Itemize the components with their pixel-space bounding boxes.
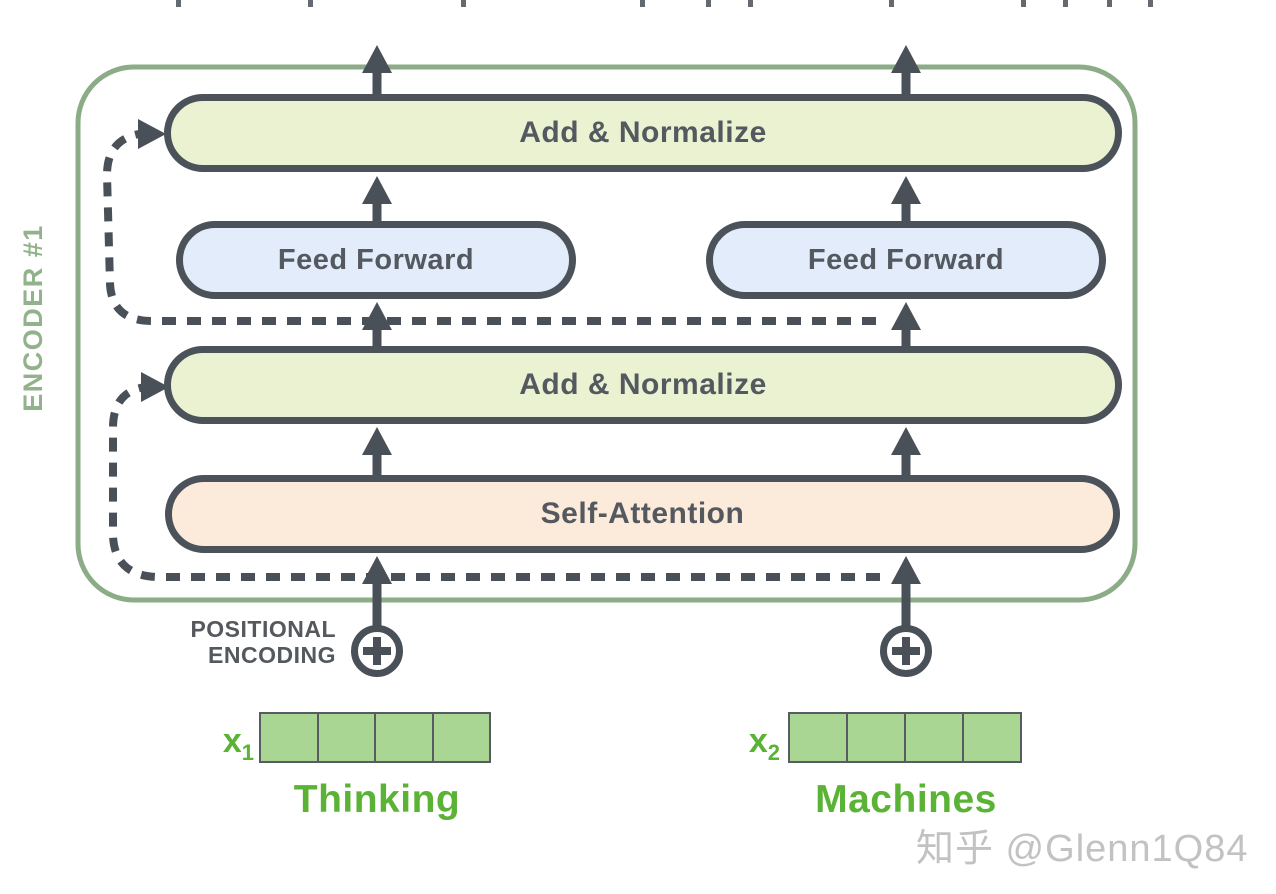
plus-bar-vertical (373, 637, 381, 665)
embedding-cell (964, 712, 1022, 763)
add-normalize-top-label: Add & Normalize (519, 116, 767, 149)
positional-encoding-line2: ENCODING (208, 642, 336, 668)
cropped-artifact-marks (176, 0, 1153, 7)
embedding-variable-x2: x2 (720, 722, 780, 766)
add-normalize-top-box: Add & Normalize (164, 94, 1122, 172)
input-token-thinking: Thinking (293, 778, 461, 821)
embedding-cell (376, 712, 434, 763)
self-attention-box: Self-Attention (165, 475, 1120, 553)
embedding-variable-x1: x1 (194, 722, 254, 766)
circled-plus-icon (351, 625, 403, 677)
embedding-cell (788, 712, 848, 763)
x1-subscript: 1 (241, 739, 254, 765)
embedding-cell (848, 712, 906, 763)
embedding-vector-x2 (788, 712, 1022, 763)
add-normalize-mid-box: Add & Normalize (164, 346, 1122, 424)
embedding-vector-x1 (259, 712, 491, 763)
residual-path-upper (102, 119, 876, 325)
feed-forward-left-label: Feed Forward (277, 243, 475, 276)
x2-var: x (748, 722, 768, 760)
flow-arrows-right (891, 45, 921, 627)
flow-arrows-left (362, 45, 392, 627)
feed-forward-left-box: Feed Forward (176, 221, 576, 299)
watermark: 知乎 @Glenn1Q84 (916, 828, 1249, 870)
x1-var: x (222, 722, 242, 760)
input-token-machines: Machines (815, 778, 997, 821)
residual-path-lower (109, 372, 880, 581)
feed-forward-right-box: Feed Forward (706, 221, 1106, 299)
feed-forward-right-label: Feed Forward (807, 243, 1005, 276)
embedding-cell (259, 712, 319, 763)
add-normalize-mid-label: Add & Normalize (519, 368, 767, 401)
encoder-label: ENCODER #1 (18, 224, 48, 412)
embedding-cell (906, 712, 964, 763)
encoder-boundary (75, 64, 1138, 603)
self-attention-label: Self-Attention (540, 497, 745, 530)
embedding-cell (433, 712, 491, 763)
plus-bar-vertical (902, 637, 910, 665)
positional-encoding-line1: POSITIONAL (190, 616, 336, 642)
x2-subscript: 2 (767, 739, 780, 765)
embedding-cell (318, 712, 376, 763)
positional-encoding-label: POSITIONAL ENCODING (150, 616, 336, 668)
circled-plus-icon (880, 625, 932, 677)
